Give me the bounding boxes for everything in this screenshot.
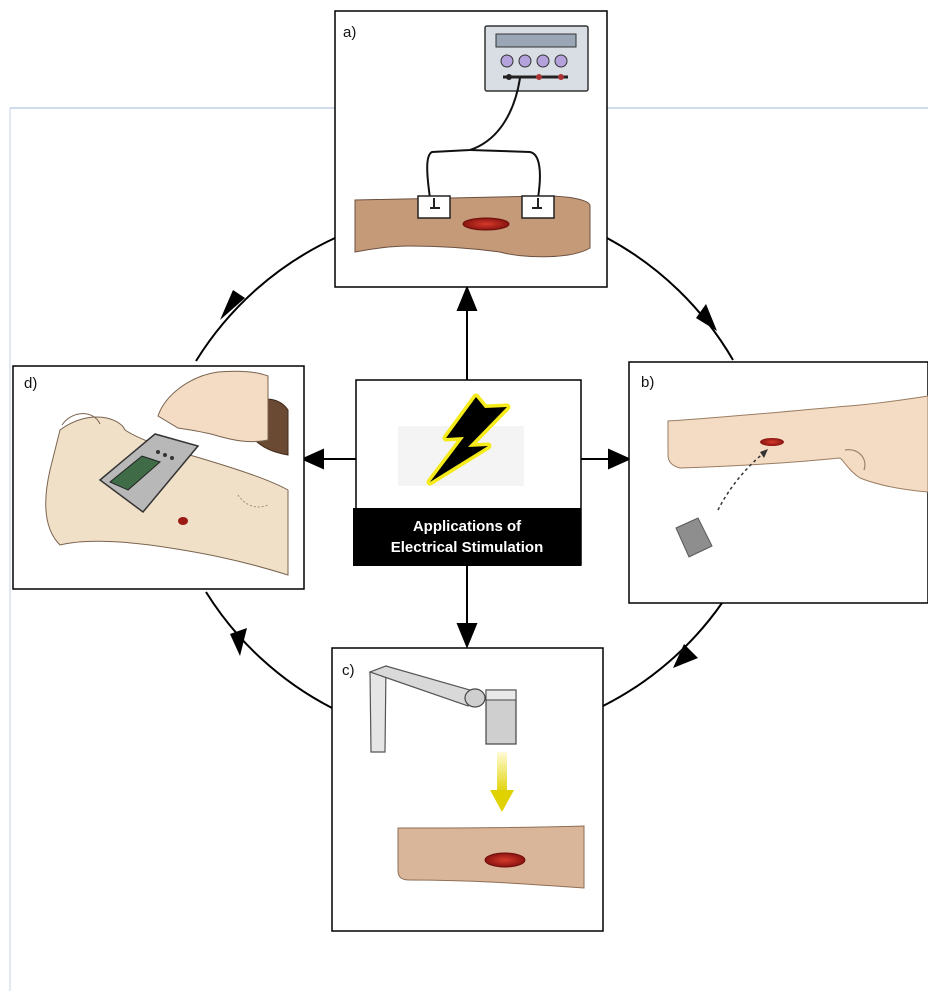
hand: [157, 370, 269, 443]
arm-d: [45, 416, 289, 576]
arc-c-to-d: [205, 591, 333, 709]
center-caption: Applications of Electrical Stimulation: [353, 508, 581, 566]
panel-d-label: d): [24, 375, 38, 392]
arrow-down-head: [456, 623, 478, 649]
panel-c: [331, 647, 604, 932]
arrow-left-head: [300, 448, 324, 470]
handheld-device-icon: [98, 433, 200, 514]
wound-d: [178, 517, 188, 525]
lightning-bolt-icon: [426, 393, 511, 486]
center-arrows: [300, 285, 632, 649]
stimulator-device-icon: [484, 25, 589, 92]
arrowhead-left-top: [220, 290, 245, 320]
arrow-right-head: [608, 448, 632, 470]
caption-line-2: Electrical Stimulation: [390, 539, 544, 556]
arrowhead-right-bottom: [673, 644, 698, 668]
arc-a-to-b: [606, 237, 734, 361]
wound-a: [462, 217, 510, 231]
cycle-ring: [195, 237, 734, 709]
cycle-arrowheads: [220, 290, 717, 668]
light-beam-arrow: [490, 752, 514, 812]
panel-b-label: b): [641, 374, 655, 391]
panel-a-label: a): [343, 24, 357, 41]
arrowhead-right-top: [696, 304, 717, 331]
panel-a: [334, 10, 608, 288]
panel-b: [628, 361, 928, 604]
caption-line-1: Applications of: [412, 518, 522, 535]
wound-c: [484, 852, 526, 868]
dotted-arrow-b: [717, 451, 766, 511]
background-frame: [9, 107, 928, 991]
arm-b: [667, 395, 928, 493]
lamp-device-icon: [368, 665, 517, 753]
arc-b-to-c: [602, 602, 723, 707]
arc-d-to-a: [195, 237, 336, 362]
arrow-up-head: [456, 285, 478, 311]
arrowhead-left-bottom: [230, 628, 247, 656]
panel-c-label: c): [342, 662, 355, 679]
panel-d: [12, 365, 305, 590]
wound-b: [760, 438, 784, 446]
dressing-patch-icon: [675, 517, 713, 558]
